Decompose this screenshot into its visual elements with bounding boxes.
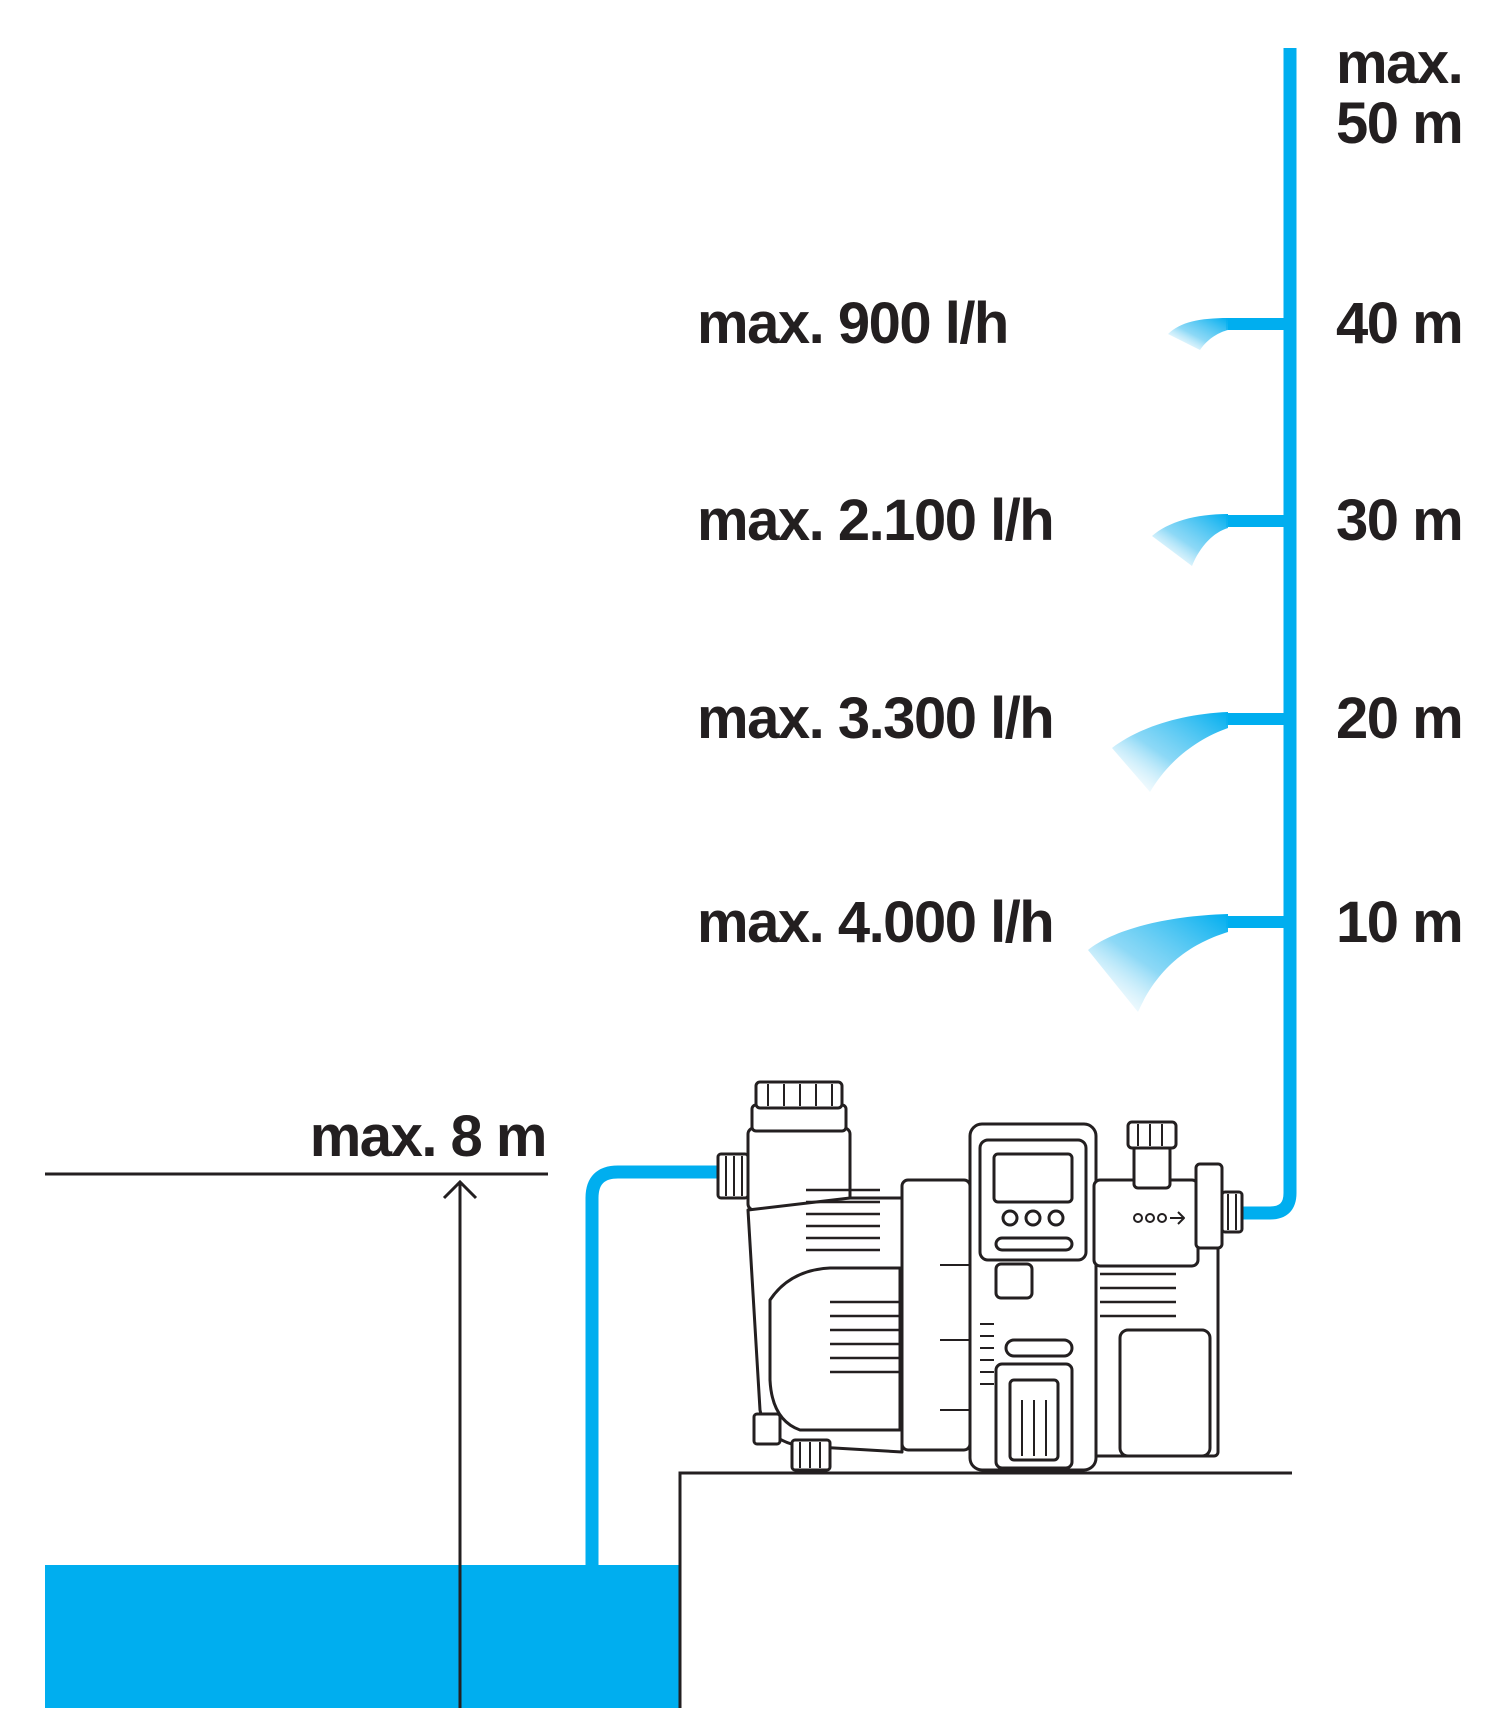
water-jet-20m (1112, 712, 1228, 792)
suction-height-label: max. 8 m (310, 1104, 546, 1169)
suction-hose (585, 1165, 718, 1566)
water-jet-40m (1168, 318, 1228, 350)
control-button-2 (1024, 1209, 1042, 1227)
pump-side-grille (806, 1188, 900, 1374)
height-label-30m: 30 m (1336, 488, 1462, 553)
flow-direction-icon (1133, 1211, 1185, 1225)
suction-height-arrow (442, 1179, 478, 1708)
flow-label-10m: max. 4.000 l/h (697, 890, 1053, 955)
height-label-20m: 20 m (1336, 686, 1462, 751)
pump-volute (768, 1266, 902, 1432)
water-jets (1088, 318, 1228, 1012)
ground-ledge (678, 1471, 1292, 1708)
height-label-40m: 40 m (1336, 291, 1462, 356)
max-height-label-line2: 50 m (1336, 91, 1462, 156)
water-jet-10m (1088, 914, 1228, 1012)
water-jet-30m (1152, 514, 1228, 566)
height-label-10m: 10 m (1336, 890, 1462, 955)
pump-control-panel (968, 1122, 1098, 1472)
flow-label-30m: max. 2.100 l/h (697, 488, 1053, 553)
pump-illustration (716, 1080, 1244, 1472)
flow-label-20m: max. 3.300 l/h (697, 686, 1053, 751)
pump-drain-plug (752, 1412, 832, 1472)
control-button-3 (1047, 1209, 1065, 1227)
water-reservoir (45, 1565, 680, 1708)
pump-outlet-assembly (1092, 1120, 1244, 1268)
max-height-label-line1: max. (1336, 31, 1462, 96)
control-display (992, 1152, 1074, 1204)
control-button-1 (1001, 1209, 1019, 1227)
pump-inlet-port (716, 1152, 750, 1200)
flow-label-40m: max. 900 l/h (697, 291, 1008, 356)
discharge-riser-pipe (1243, 48, 1297, 1220)
level-branches (1226, 318, 1290, 928)
